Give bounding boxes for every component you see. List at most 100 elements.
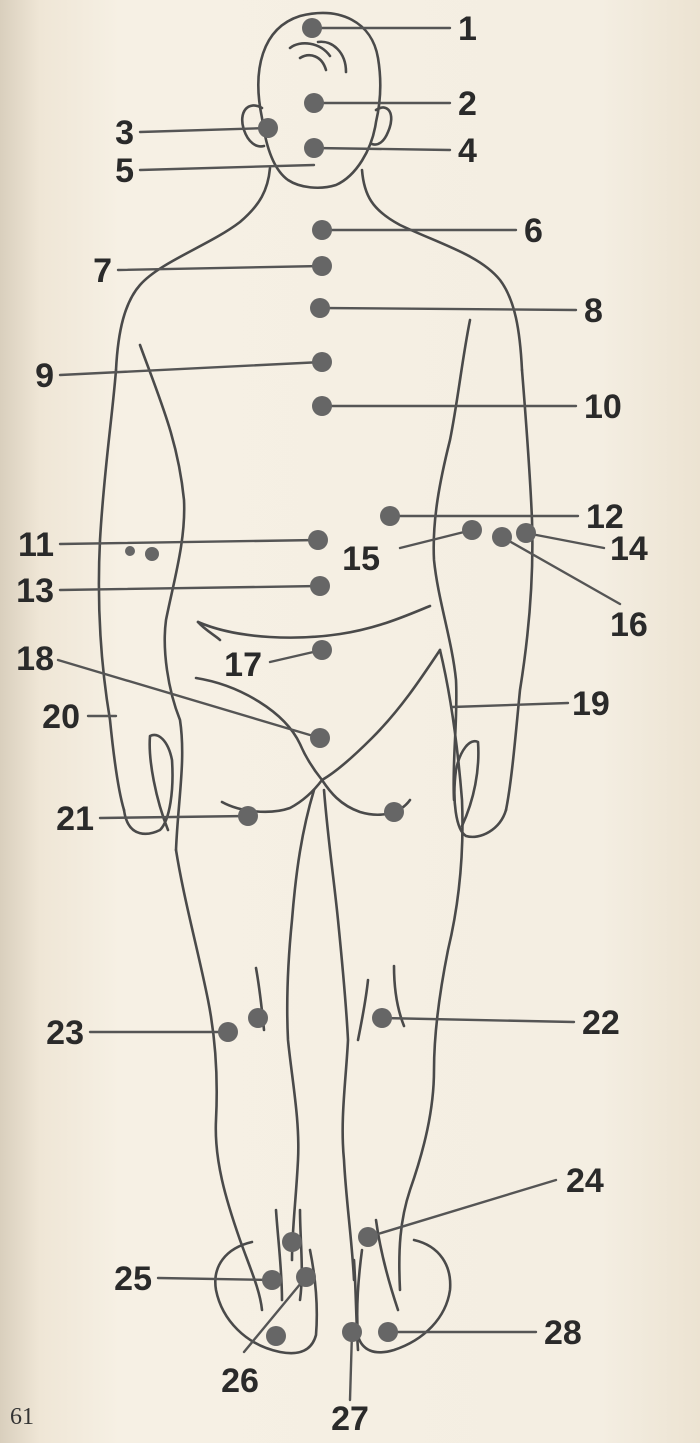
point-dot-26 <box>296 1267 316 1287</box>
point-label-21: 21 <box>56 800 94 838</box>
point-dot-12 <box>380 506 400 526</box>
point-label-9: 9 <box>35 357 54 395</box>
point-label-2: 2 <box>458 85 477 123</box>
point-label-20: 20 <box>42 698 80 736</box>
point-dot-13 <box>310 576 330 596</box>
point-label-10: 10 <box>584 388 622 426</box>
leader-line-7 <box>118 266 322 270</box>
waist-left <box>198 622 220 640</box>
acupoint-6: 6 <box>312 212 543 250</box>
point-dot-22 <box>372 1008 392 1028</box>
leader-line-3 <box>140 128 268 132</box>
point-label-1: 1 <box>458 10 477 48</box>
point-dot-1 <box>302 18 322 38</box>
point-dot-4 <box>304 138 324 158</box>
point-label-4: 4 <box>458 132 477 170</box>
point-dot-18 <box>310 728 330 748</box>
right-neck-shoulder <box>362 170 522 370</box>
point-label-28: 28 <box>544 1314 582 1352</box>
point-label-7: 7 <box>93 252 112 290</box>
leader-line-19 <box>452 703 568 707</box>
right-leg-outer <box>399 650 462 1290</box>
acupoint-20: 20 <box>42 698 116 736</box>
leader-line-8 <box>320 308 576 310</box>
acupoint-19: 19 <box>452 685 610 723</box>
leader-line-24 <box>368 1180 556 1237</box>
point-label-24: 24 <box>566 1162 604 1200</box>
point-label-5: 5 <box>115 152 134 190</box>
point-label-14: 14 <box>610 530 648 568</box>
point-dot-14 <box>516 523 536 543</box>
point-label-25: 25 <box>114 1260 152 1298</box>
hair-swirl <box>290 42 346 72</box>
point-label-17: 17 <box>224 646 262 684</box>
point-label-16: 16 <box>610 606 648 644</box>
point-dot-28 <box>378 1322 398 1342</box>
left-hand <box>124 735 173 834</box>
left-arm-inner <box>140 345 184 850</box>
leader-line-27 <box>350 1332 352 1400</box>
point-label-19: 19 <box>572 685 610 723</box>
acupoint-14: 14 <box>516 523 648 568</box>
right-hip <box>322 650 440 780</box>
acupoint-15: 15 <box>342 520 482 578</box>
point-dot-26-2 <box>282 1232 302 1252</box>
leader-line-21 <box>100 816 248 818</box>
point-label-15: 15 <box>342 540 380 578</box>
leader-line-9 <box>60 362 322 375</box>
leader-line-22 <box>382 1018 574 1022</box>
point-dot-15 <box>462 520 482 540</box>
page-number: 61 <box>10 1404 34 1430</box>
point-dot-21-2 <box>384 802 404 822</box>
point-dot-17 <box>312 640 332 660</box>
acupoint-10: 10 <box>312 388 622 426</box>
point-dot-21 <box>238 806 258 826</box>
acupoint-24: 24 <box>358 1162 604 1247</box>
point-label-13: 13 <box>16 572 54 610</box>
point-label-22: 22 <box>582 1004 620 1042</box>
point-label-23: 23 <box>46 1014 84 1052</box>
waistband <box>198 606 430 638</box>
acupoint-27: 27 <box>331 1322 369 1438</box>
right-arm-inner <box>434 320 470 800</box>
right-foot <box>357 1240 450 1352</box>
point-dot-9 <box>312 352 332 372</box>
right-knee-crease <box>394 966 404 1026</box>
point-dot-27 <box>342 1322 362 1342</box>
point-dot-2 <box>304 93 324 113</box>
point-dot-8 <box>310 298 330 318</box>
point-label-8: 8 <box>584 292 603 330</box>
point-dot-23-2 <box>248 1008 268 1028</box>
point-dot-16 <box>492 527 512 547</box>
leader-line-5 <box>140 165 314 170</box>
right-arm-outer <box>506 370 532 810</box>
acupoint-17: 17 <box>224 640 332 684</box>
point-dot-23 <box>218 1022 238 1042</box>
left-leg-outer <box>176 850 262 1310</box>
point-label-3: 3 <box>115 114 134 152</box>
point-dot-6 <box>312 220 332 240</box>
point-dot-10 <box>312 396 332 416</box>
left-leg-inner <box>287 790 314 1260</box>
acupoint-28: 28 <box>378 1314 582 1352</box>
point-dot-3 <box>258 118 278 138</box>
acupoint-25: 25 <box>114 1260 282 1298</box>
elbow-mark-dot <box>125 546 135 556</box>
elbow-mark-dot <box>145 547 159 561</box>
point-label-11: 11 <box>18 526 54 564</box>
leader-line-15 <box>400 530 472 548</box>
right-leg-inner <box>324 790 354 1280</box>
acupoint-23: 23 <box>46 1008 268 1052</box>
point-label-27: 27 <box>331 1400 369 1438</box>
acupoint-9: 9 <box>35 352 332 395</box>
point-dot-7 <box>312 256 332 276</box>
point-dot-24 <box>358 1227 378 1247</box>
acupoint-3: 3 <box>115 114 278 152</box>
leader-line-18 <box>58 660 320 738</box>
body-outline <box>99 13 532 1353</box>
point-label-6: 6 <box>524 212 543 250</box>
left-hip <box>196 678 322 780</box>
point-dot-26-3 <box>266 1326 286 1346</box>
